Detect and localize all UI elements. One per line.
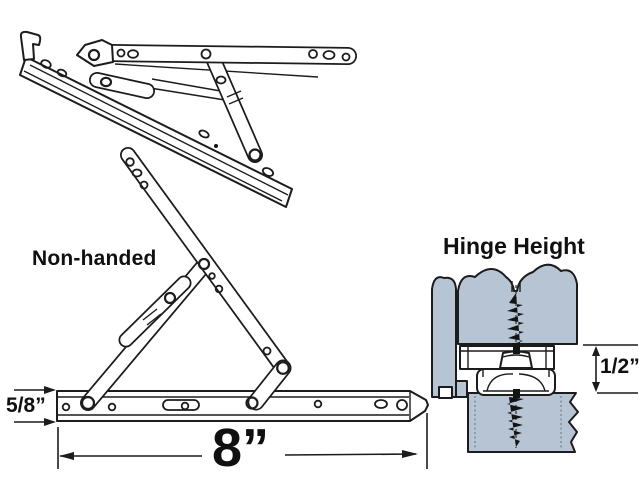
non-handed-label: Non-handed xyxy=(32,247,157,270)
upper-screw xyxy=(507,293,524,354)
hinge-height-dimension-lines xyxy=(583,344,638,394)
folded-long-arm xyxy=(103,44,357,65)
folded-hinge-drawing xyxy=(19,30,357,208)
lower-frame-section xyxy=(467,392,579,453)
opened-hinge-drawing xyxy=(56,147,429,422)
stack-height-dimension-arrows xyxy=(14,386,56,426)
folded-diagonal-arm xyxy=(204,48,263,163)
track-length-dimension-label: 8” xyxy=(212,418,270,478)
hinge-profile xyxy=(459,345,556,396)
hinge-height-dimension-label: 1/2” xyxy=(600,355,640,378)
mount-plate xyxy=(76,39,114,67)
hinge-height-title: Hinge Height xyxy=(443,233,585,259)
track-length-dimension-lines xyxy=(57,413,428,469)
lower-screw xyxy=(507,389,524,447)
scissor-link-middle xyxy=(118,275,192,348)
hinge-height-cross-section xyxy=(431,263,579,453)
shoe-link xyxy=(247,359,292,411)
stack-height-dimension-label: 5/8” xyxy=(6,394,46,417)
track-end-cap xyxy=(19,30,42,61)
opened-track xyxy=(56,390,429,422)
left-frame-section xyxy=(431,276,457,398)
center-link xyxy=(89,72,155,99)
scissor-arm-main xyxy=(120,147,291,376)
